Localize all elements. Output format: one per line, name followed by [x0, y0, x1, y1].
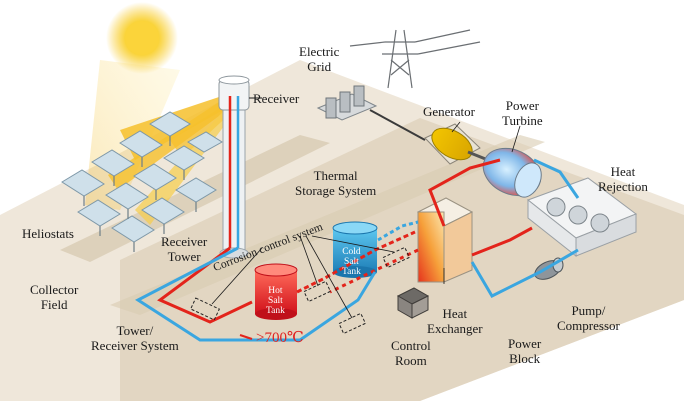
hot-transfer-pipe — [296, 230, 416, 294]
cold-supply-pipe — [377, 220, 419, 242]
control-room-label: Control Room — [391, 338, 431, 368]
power-block-line1: Power — [508, 336, 542, 351]
turbine-to-cooler-pipe — [533, 158, 580, 199]
hot-loop-pipe — [157, 246, 253, 324]
thermal-storage-label: Thermal Storage System — [295, 168, 376, 198]
generator-icon — [424, 123, 489, 165]
cold-loop-pipe — [135, 246, 377, 342]
tower-receiver-system-label: Tower/ Receiver System — [91, 323, 179, 353]
power-block-line2: Block — [509, 351, 541, 366]
corrosion-control-points — [190, 246, 411, 335]
hot-salt-tank-label: Hot Salt Tank — [266, 286, 285, 316]
flow-arrow — [239, 334, 253, 340]
pump-compressor-line2: Compressor — [557, 318, 620, 333]
heliostat-icon — [133, 163, 177, 191]
generator-label: Generator — [423, 104, 475, 119]
electric-grid-line2: Grid — [307, 59, 332, 74]
electric-grid-label: Electric Grid — [299, 44, 339, 74]
steam-to-turbine-pipe — [428, 158, 501, 227]
label-leaders — [443, 121, 521, 284]
hot-return-pipe — [329, 248, 419, 294]
heat-rejection-label: Heat Rejection — [598, 164, 648, 194]
tower-receiver-line2: Receiver System — [91, 338, 179, 353]
cold-salt-tank-line3: Tank — [342, 267, 361, 277]
hot-salt-tank — [254, 263, 298, 320]
collector-field-label: Collector Field — [30, 282, 78, 312]
heliostat-icon — [149, 111, 191, 137]
receiver-tower-label: Receiver Tower — [161, 234, 207, 264]
heliostat-icon — [61, 169, 105, 197]
heat-rejection-line1: Heat — [610, 164, 636, 179]
thermal-storage-line2: Storage System — [295, 183, 377, 198]
collector-field-line2: Field — [40, 297, 68, 312]
heliostat-icon — [187, 131, 223, 153]
heat-exchanger-icon — [416, 197, 474, 283]
heliostat-icon — [163, 145, 205, 171]
pump-compressor-line1: Pump/ — [571, 303, 606, 318]
heliostats-label: Heliostats — [22, 226, 74, 241]
control-room-line2: Room — [394, 353, 427, 368]
pump-compressor-label: Pump/ Compressor — [557, 303, 620, 333]
electric-grid-line1: Electric — [299, 44, 340, 59]
heat-exchanger-line2: Exchanger — [427, 321, 483, 336]
receiver-top — [218, 75, 250, 85]
cold-salt-tank-line2: Salt — [344, 257, 359, 267]
heat-exchanger-label: Heat Exchanger — [427, 306, 483, 336]
sun-core — [125, 21, 159, 55]
hot-salt-tank-line3: Tank — [266, 306, 285, 316]
heliostat-icon — [105, 182, 149, 210]
cooling-unit-icon — [526, 177, 638, 258]
cold-salt-tank-line1: Cold — [342, 247, 361, 257]
heliostat-icon — [141, 197, 185, 225]
transformer-icon — [316, 85, 378, 121]
heliostat-icon — [175, 177, 217, 203]
hot-salt-tank-line2: Salt — [268, 296, 283, 306]
temperature-label: >700℃ — [256, 330, 304, 346]
reflected-beam — [170, 104, 232, 158]
heliostat-posts — [83, 136, 197, 252]
receiver-tower-line1: Receiver — [161, 234, 208, 249]
heliostat-icon — [91, 149, 135, 177]
pump-loop-pipe — [470, 248, 579, 298]
heliostat-icon — [119, 130, 163, 158]
hx-to-cooler-pipe — [471, 226, 533, 257]
power-turbine-line2: Turbine — [502, 113, 543, 128]
tower-receiver-line1: Tower/ — [116, 323, 154, 338]
power-turbine-label: Power Turbine — [502, 98, 543, 128]
corrosion-leaders — [211, 235, 395, 319]
collector-field-line1: Collector — [30, 282, 79, 297]
thermal-storage-line1: Thermal — [313, 168, 358, 183]
grid-cable — [369, 109, 426, 141]
heliostat-icon — [111, 215, 155, 243]
cold-salt-tank-label: Cold Salt Tank — [342, 247, 361, 277]
transmission-tower-icon — [349, 29, 481, 89]
heat-exchanger-line1: Heat — [442, 306, 468, 321]
heat-rejection-line2: Rejection — [598, 179, 648, 194]
control-room-building — [396, 287, 430, 319]
receiver-label: Receiver — [253, 91, 300, 106]
power-block-label: Power Block — [508, 336, 541, 366]
power-turbine-line1: Power — [505, 98, 539, 113]
control-room-line1: Control — [391, 338, 431, 353]
hot-salt-tank-line1: Hot — [268, 286, 283, 296]
road — [110, 135, 545, 315]
heliostat-field — [61, 111, 223, 243]
receiver-tower-line2: Tower — [167, 249, 201, 264]
plant-platform — [120, 118, 684, 401]
heliostat-icon — [77, 199, 121, 227]
receiver-tower — [222, 102, 246, 254]
